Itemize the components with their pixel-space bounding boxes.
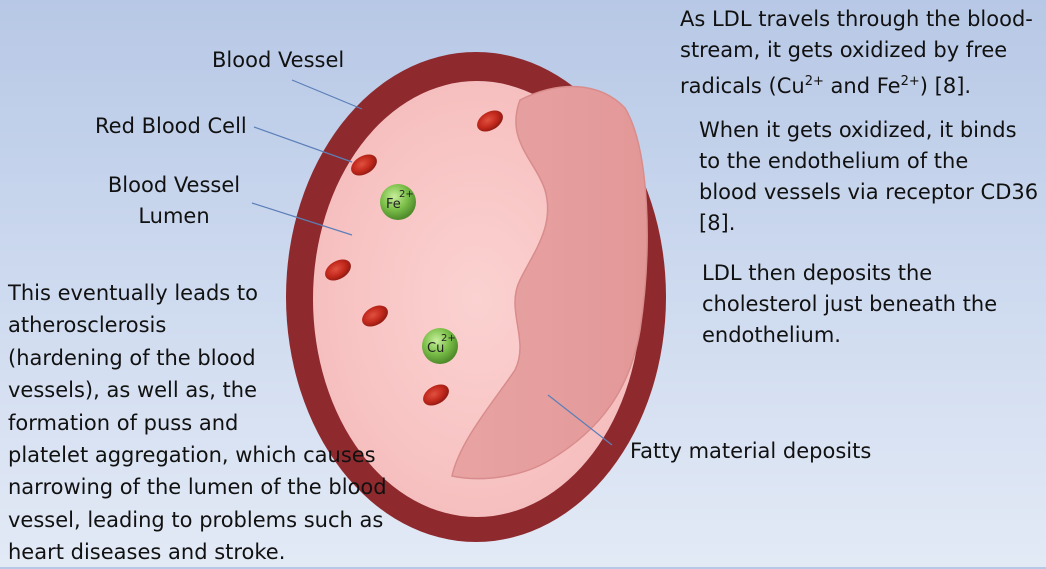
text-line: atherosclerosis	[8, 313, 167, 338]
pointer-lumen	[251, 202, 353, 236]
label-blood-vessel: Blood Vessel	[212, 48, 345, 72]
superscript: 2+	[900, 74, 920, 89]
superscript: 2+	[804, 74, 824, 89]
fe-symbol: Fe	[386, 197, 401, 212]
text-span: radicals (Cu	[680, 74, 805, 98]
text-line: cholesterol just beneath the	[702, 292, 998, 316]
label-lumen: Blood Vessel Lumen	[100, 170, 248, 232]
pointer-red-blood-cell	[253, 126, 353, 163]
text-line: vessel, leading to problems such as	[8, 507, 384, 532]
fe-charge: 2+	[399, 189, 414, 200]
text-line: radicals (Cu2+ and Fe2+) [8].	[680, 66, 1033, 102]
cu-symbol: Cu	[427, 341, 444, 356]
text-line: stream, it gets oxidized by free	[680, 38, 1008, 62]
pointer-fatty	[547, 394, 613, 446]
text-line: This eventually leads to	[8, 281, 259, 305]
text-span: and Fe	[823, 74, 901, 98]
fe-ion: Fe 2+	[380, 184, 416, 220]
cu-ion: Cu 2+	[422, 328, 458, 364]
label-fatty-deposits: Fatty material deposits	[630, 439, 872, 463]
text-line: (hardening of the blood	[8, 345, 256, 370]
red-blood-cell	[362, 305, 388, 327]
paragraph-binding: When it gets oxidized, it binds to the e…	[699, 115, 1038, 239]
text-line: LDL then deposits the	[702, 261, 933, 285]
red-blood-cells	[325, 110, 503, 406]
paragraph-oxidation: As LDL travels through the blood- stream…	[680, 4, 1033, 102]
text-line: heart diseases and stroke.	[8, 540, 286, 565]
label-lumen-line2: Lumen	[138, 204, 210, 228]
label-red-blood-cell: Red Blood Cell	[95, 114, 247, 138]
text-line: blood vessels via receptor CD36	[699, 180, 1039, 204]
text-line: [8].	[699, 211, 736, 235]
pointer-lines	[251, 79, 613, 446]
red-blood-cell	[351, 154, 377, 176]
paragraph-deposit: LDL then deposits the cholesterol just b…	[702, 258, 997, 351]
text-line: narrowing of the lumen of the blood	[8, 475, 387, 500]
text-line: to the endothelium of the	[699, 149, 969, 173]
text-line: platelet aggregation, which causes	[8, 443, 376, 468]
red-blood-cell	[423, 384, 449, 406]
cu-charge: 2+	[441, 333, 456, 344]
red-blood-cell	[477, 110, 503, 132]
label-lumen-line1: Blood Vessel	[107, 173, 241, 197]
text-line: formation of puss and	[8, 410, 239, 435]
paragraph-atherosclerosis: This eventually leads to atherosclerosis…	[8, 277, 387, 569]
text-line: When it gets oxidized, it binds	[699, 118, 1017, 142]
fatty-deposit	[451, 85, 648, 480]
text-line: As LDL travels through the blood-	[680, 7, 1033, 31]
red-blood-cell	[325, 259, 351, 281]
pointer-blood-vessel	[291, 79, 363, 110]
text-line: endothelium.	[702, 323, 841, 347]
text-line: vessels), as well as, the	[8, 378, 258, 403]
text-span: ) [8].	[919, 74, 972, 98]
